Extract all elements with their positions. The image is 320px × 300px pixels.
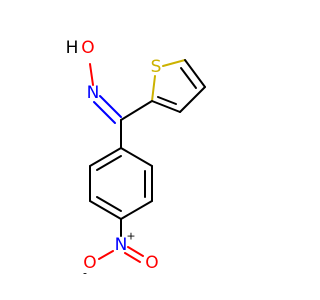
bond-ring-3 — [120, 200, 153, 220]
bond-c4-c3 — [179, 86, 206, 113]
bond-c5-c4-inner — [180, 67, 197, 89]
bond-c3-c2-inner — [157, 96, 177, 105]
bond-n-c-double-b — [93, 101, 116, 124]
atom-nitro-oxygen-right: O — [145, 253, 158, 273]
bond-n-c-double-a — [99, 95, 122, 118]
atom-oxime-oxygen: O — [81, 38, 94, 58]
bond-c2-s — [151, 75, 156, 102]
bond-o-n-oxime — [89, 63, 94, 86]
atom-oxime-nitrogen: N — [87, 83, 100, 103]
atom-labels: H O N S N + O - O — [66, 38, 162, 280]
bond-c3-c2 — [151, 100, 181, 113]
bond-n-o-right-b — [124, 252, 141, 263]
atom-nitro-nitrogen-charge: + — [126, 230, 135, 243]
bonds — [89, 59, 206, 263]
bond-ring-4-inner — [96, 196, 122, 212]
bond-c-thiophene — [120, 100, 153, 121]
atom-nitro-oxygen-left: O — [83, 253, 96, 273]
bond-c5-c4 — [184, 59, 206, 88]
bond-ring-4 — [89, 200, 122, 220]
molecule-structure: H O N S N + O - O — [66, 38, 206, 280]
bond-ring-1 — [120, 147, 153, 167]
bond-ring-6 — [89, 147, 122, 167]
bond-ring-6-inner — [96, 155, 122, 171]
atom-oxime-hydrogen: H — [66, 38, 79, 58]
atom-thiophene-sulfur: S — [151, 57, 162, 77]
bond-n-o-right-a — [127, 246, 144, 257]
atom-nitro-oxygen-left-charge: - — [83, 267, 87, 280]
bond-s-c5 — [162, 59, 186, 67]
atom-nitro-nitrogen: N — [115, 235, 128, 255]
bond-n-o-left — [98, 250, 114, 260]
